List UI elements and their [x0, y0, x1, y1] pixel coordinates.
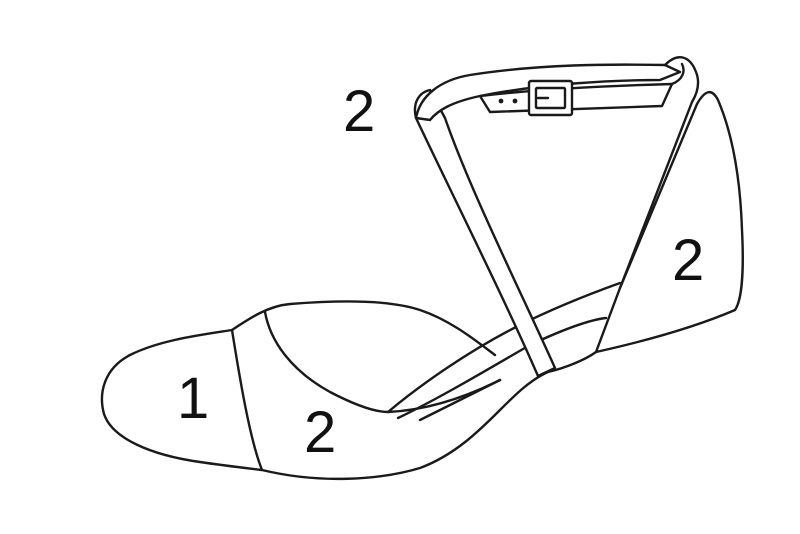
back-strap-inner [670, 62, 685, 86]
insole-line-inner [396, 316, 608, 420]
strap-hole [498, 98, 504, 104]
sole-outline [260, 350, 598, 481]
part-label-heel: 2 [672, 228, 705, 293]
inner-quarter [418, 378, 502, 422]
part-label-toe: 1 [177, 366, 210, 431]
heel-counter [594, 91, 744, 354]
cross-strap [413, 88, 557, 378]
ankle-strap [414, 63, 682, 122]
back-strap [618, 56, 700, 290]
toe-cap [100, 328, 264, 472]
part-label-vamp: 2 [304, 400, 337, 465]
buckle-inner [534, 86, 567, 110]
part-label-strap: 2 [343, 79, 376, 144]
vamp-throat [263, 310, 502, 414]
strap-hole [512, 98, 518, 104]
vamp-outline [230, 300, 497, 357]
